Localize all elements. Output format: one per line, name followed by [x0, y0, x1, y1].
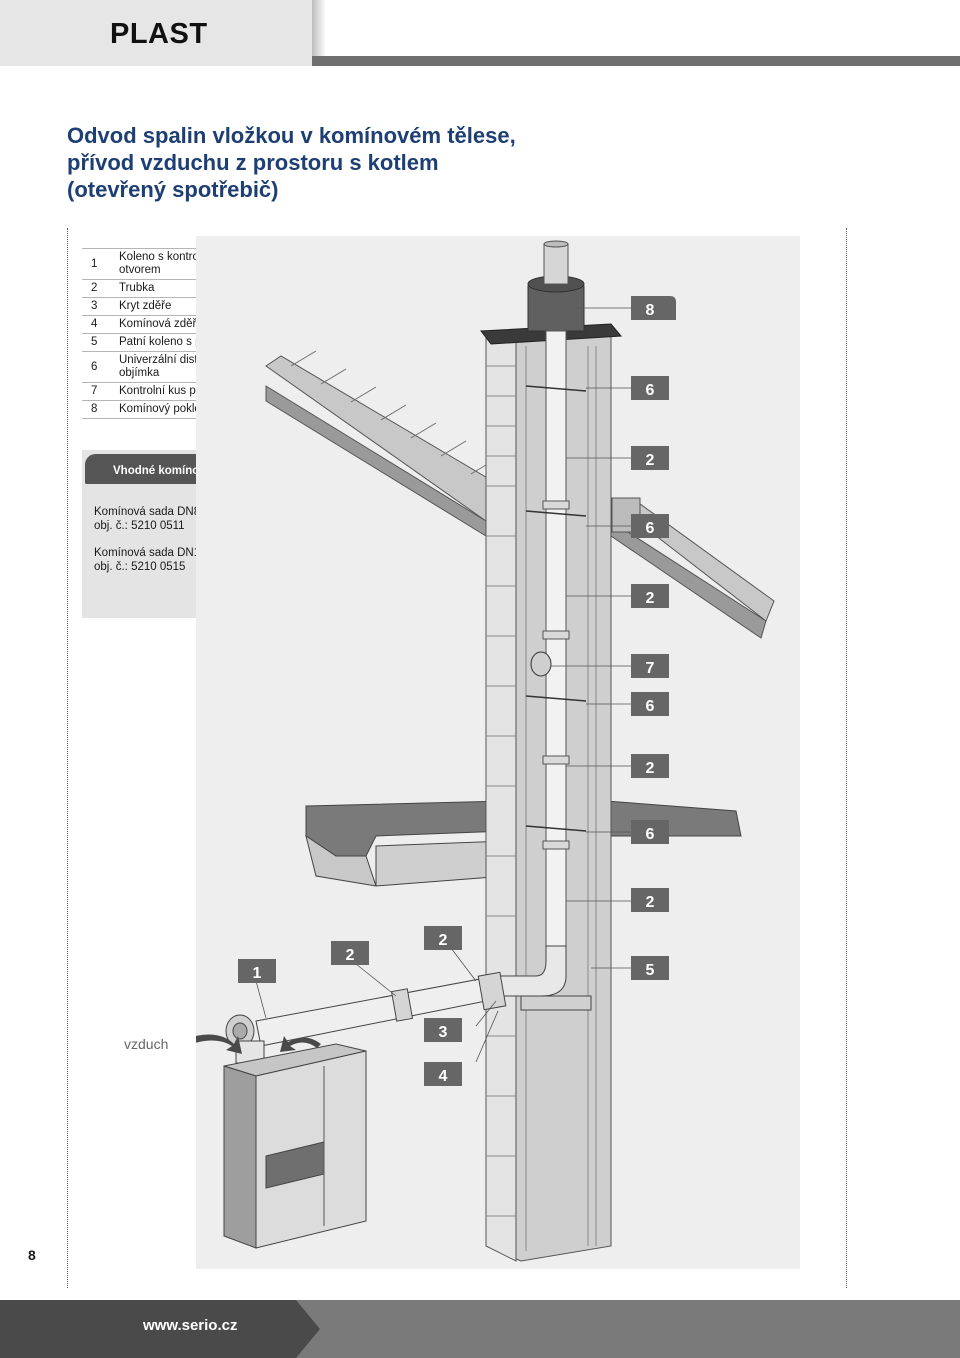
header-rule: [312, 56, 960, 66]
label-4: 4: [439, 1068, 448, 1085]
legend-number: 5: [82, 333, 119, 352]
title-line-1: Odvod spalin vložkou v komínovém tělese,: [67, 123, 516, 148]
label-tab: 1: [238, 959, 276, 983]
label-tab: 2: [331, 941, 369, 965]
chimney-cap: [527, 240, 585, 332]
header-shadow: [312, 0, 326, 66]
label-tab: 7: [631, 654, 669, 678]
label-tab: 6: [631, 514, 669, 538]
label-8: 8: [646, 302, 655, 319]
set-1-code: obj. č.: 5210 0511: [94, 520, 185, 532]
label-6: 6: [646, 520, 655, 537]
legend-number: 8: [82, 400, 119, 419]
label-tab: 6: [631, 376, 669, 400]
chimney-installation-diagram: 8 6 2 6 2 7 6 2 6 2 5 1 2 2 3 4: [196, 236, 800, 1269]
legend-number: 7: [82, 382, 119, 401]
label-tab: 8: [631, 296, 676, 320]
title-line-2: přívod vzduchu z prostoru s kotlem: [67, 150, 439, 175]
boiler: [223, 1043, 367, 1249]
label-6: 6: [646, 382, 655, 399]
label-tab: 2: [631, 584, 669, 608]
set-2-name: Komínová sada DN110: [94, 547, 213, 559]
label-7: 7: [646, 660, 655, 677]
label-6: 6: [646, 826, 655, 843]
label-6: 6: [646, 698, 655, 715]
label-tab: 2: [631, 446, 669, 470]
page-title: Odvod spalin vložkou v komínovém tělese,…: [67, 122, 627, 203]
label-2: 2: [646, 590, 655, 607]
footer-url-link[interactable]: www.serio.cz: [143, 1317, 238, 1334]
air-label: vzduch: [124, 1036, 169, 1052]
right-dotted-guide: [846, 228, 847, 1288]
label-2: 2: [646, 760, 655, 777]
bottom-label-tabs: 1 2 2 3 4: [238, 926, 462, 1086]
label-2: 2: [646, 452, 655, 469]
right-label-tabs: 8 6 2 6 2 7 6 2 6 2 5: [631, 296, 676, 980]
label-tab: 6: [631, 692, 669, 716]
label-tab: 6: [631, 820, 669, 844]
label-tab: 2: [424, 926, 462, 950]
section-title: PLAST: [110, 18, 208, 50]
label-3: 3: [439, 1024, 448, 1041]
label-leader-lines: [255, 307, 631, 1063]
label-tab: 5: [631, 956, 669, 980]
legend-number: 2: [82, 279, 119, 298]
label-tab: 3: [424, 1018, 462, 1042]
label-2: 2: [646, 894, 655, 911]
footer-dark-band: [0, 1300, 320, 1358]
legend-number: 4: [82, 315, 119, 334]
label-tab: 4: [424, 1062, 462, 1086]
legend-number: 1: [82, 248, 119, 280]
label-2: 2: [439, 932, 448, 949]
left-dotted-guide: [67, 228, 68, 1288]
legend-number: 6: [82, 351, 119, 383]
set-2-code: obj. č.: 5210 0515: [94, 561, 186, 573]
page-number: 8: [28, 1247, 36, 1263]
label-2: 2: [346, 947, 355, 964]
air-flow-arrows: [196, 1034, 321, 1054]
label-tab: 2: [631, 888, 669, 912]
set-1-name: Komínová sada DN80: [94, 506, 207, 518]
label-5: 5: [646, 962, 655, 979]
label-1: 1: [253, 965, 262, 982]
title-line-3: (otevřený spotřebič): [67, 177, 279, 202]
connector-pipe: [225, 971, 507, 1064]
flue-liner: [495, 330, 592, 1011]
header-box: [0, 0, 312, 66]
label-tab: 2: [631, 754, 669, 778]
legend-number: 3: [82, 297, 119, 316]
